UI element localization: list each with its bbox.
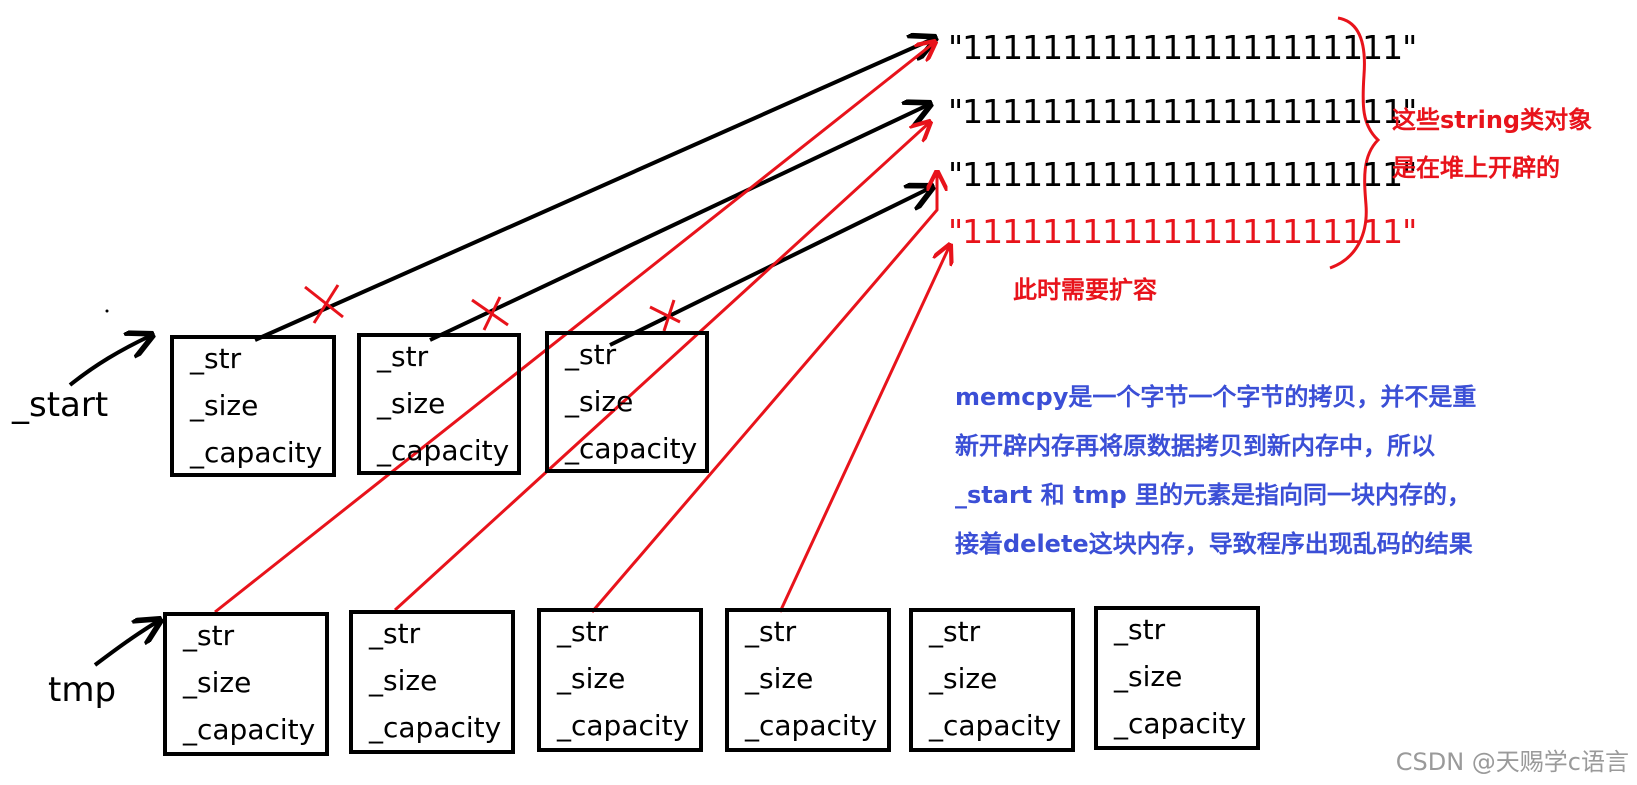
heap-string-2: "1111111111111111111111" — [948, 92, 1417, 131]
start-str-pointer-1 — [254, 38, 935, 342]
expand-note: 此时需要扩容 — [1013, 276, 1157, 304]
start-pointer-arrow — [68, 335, 152, 387]
field-capacity: _capacity — [557, 709, 690, 742]
memcpy-note-line-1: memcpy是一个字节一个字节的拷贝，并不是重 — [955, 383, 1477, 411]
start-element-box-1: _str _size _capacity — [170, 335, 336, 477]
field-str: _str — [1114, 613, 1166, 646]
field-capacity: _capacity — [369, 711, 502, 744]
field-capacity: _capacity — [377, 434, 510, 467]
tmp-pointer-arrow — [93, 620, 160, 667]
field-size: _size — [565, 385, 634, 418]
start-element-box-2: _str _size _capacity — [357, 333, 521, 475]
tmp-element-box-1: _str _size _capacity — [163, 612, 329, 756]
field-str: _str — [377, 340, 429, 373]
field-str: _str — [557, 615, 609, 648]
field-capacity: _capacity — [565, 432, 698, 465]
memcpy-explanation: memcpy是一个字节一个字节的拷贝，并不是重 新开辟内存再将原数据拷贝到新内存… — [955, 380, 1595, 576]
field-capacity: _capacity — [190, 436, 323, 469]
field-capacity: _capacity — [183, 713, 316, 746]
tmp-element-box-3: _str _size _capacity — [537, 608, 703, 752]
tmp-str-pointer-4 — [778, 245, 950, 613]
tmp-element-box-5: _str _size _capacity — [909, 608, 1075, 752]
memcpy-note-line-2: 新开辟内存再将原数据拷贝到新内存中，所以 — [955, 432, 1435, 460]
field-str: _str — [565, 338, 617, 371]
tmp-str-pointer-3 — [590, 172, 937, 613]
cut-mark-2 — [471, 296, 509, 331]
start-label: _start — [12, 385, 109, 425]
field-str: _str — [183, 619, 235, 652]
heap-string-3: "1111111111111111111111" — [948, 155, 1417, 194]
field-size: _size — [377, 387, 446, 420]
start-str-pointer-2 — [429, 104, 930, 342]
start-element-box-3: _str _size _capacity — [545, 331, 709, 473]
memcpy-note-line-3: _start 和 tmp 里的元素是指向同一块内存的， — [955, 481, 1471, 509]
heap-string-1: "1111111111111111111111" — [948, 28, 1417, 67]
tmp-element-box-2: _str _size _capacity — [349, 610, 515, 754]
field-capacity: _capacity — [745, 709, 878, 742]
field-size: _size — [745, 662, 814, 695]
heap-note-line-2: 是在堆上开辟的 — [1392, 154, 1560, 182]
field-str: _str — [190, 342, 242, 375]
watermark: CSDN @天赐学c语言 — [1395, 748, 1629, 776]
field-capacity: _capacity — [929, 709, 1062, 742]
field-size: _size — [929, 662, 998, 695]
cut-mark-1 — [304, 284, 344, 324]
field-size: _size — [369, 664, 438, 697]
tmp-element-box-4: _str _size _capacity — [725, 608, 891, 752]
tmp-label: tmp — [48, 670, 117, 710]
field-capacity: _capacity — [1114, 707, 1247, 740]
memcpy-note-line-4: 接着delete这块内存，导致程序出现乱码的结果 — [955, 530, 1473, 558]
stray-dot — [105, 309, 109, 313]
tmp-element-box-6: _str _size _capacity — [1094, 606, 1260, 750]
field-size: _size — [557, 662, 626, 695]
field-size: _size — [1114, 660, 1183, 693]
heap-string-4: "1111111111111111111111" — [948, 212, 1417, 251]
field-str: _str — [745, 615, 797, 648]
cut-mark-3 — [649, 299, 681, 332]
field-size: _size — [190, 389, 259, 422]
field-str: _str — [369, 617, 421, 650]
heap-group-brace — [1329, 16, 1381, 270]
tmp-str-pointer-1 — [214, 42, 935, 614]
field-size: _size — [183, 666, 252, 699]
tmp-str-pointer-2 — [393, 122, 930, 612]
field-str: _str — [929, 615, 981, 648]
heap-note-line-1: 这些string类对象 — [1392, 106, 1593, 134]
